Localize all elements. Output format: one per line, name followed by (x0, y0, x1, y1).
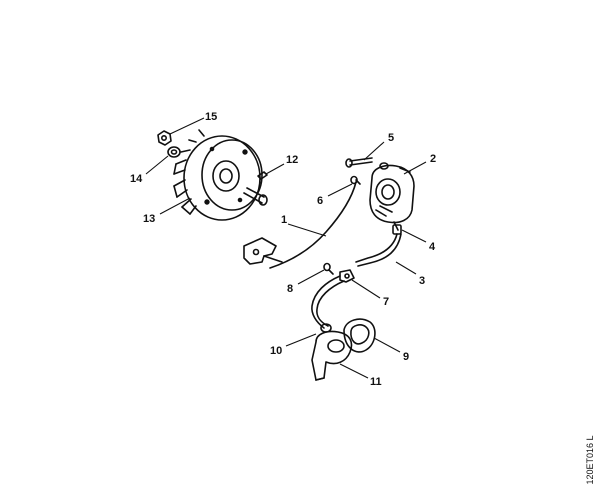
callout-14: 14 (130, 173, 143, 185)
callout-10: 10 (270, 345, 282, 357)
leader-lines (145, 117, 427, 379)
callout-12: 12 (286, 154, 298, 166)
reference-code-text: 120ET016 L (585, 435, 595, 485)
part-1-control-rod (243, 181, 357, 269)
part-7-clip (339, 269, 355, 283)
callout-15: 15 (205, 111, 217, 123)
callout-1: 1 (281, 214, 287, 226)
part-12-key (257, 171, 268, 180)
callout-11: 11 (370, 376, 382, 388)
callout-7: 7 (383, 296, 389, 308)
callout-4: 4 (429, 241, 436, 253)
part-14-washer (167, 146, 181, 158)
part-3-oil-hose (355, 233, 402, 267)
reference-code: 120ET016 L (583, 420, 597, 500)
part-13-flywheel (173, 129, 268, 221)
part-11-pickup-body (311, 330, 353, 381)
part-15-nut (157, 130, 172, 146)
part-2-oil-pump (369, 162, 415, 231)
callout-2: 2 (430, 153, 436, 165)
part-10-suction-hose (311, 275, 345, 333)
part-9-gasket (343, 318, 376, 353)
callout-labels: 1 2 3 4 5 6 7 8 9 10 11 12 13 14 15 (130, 111, 436, 388)
callout-6: 6 (317, 195, 323, 207)
callout-3: 3 (419, 275, 425, 287)
part-5-screw (345, 157, 373, 168)
part-6-screw (350, 175, 361, 185)
callout-9: 9 (403, 351, 409, 363)
callout-8: 8 (287, 283, 293, 295)
part-8-pin (323, 262, 334, 275)
callout-5: 5 (388, 132, 394, 144)
callout-13: 13 (143, 213, 155, 225)
